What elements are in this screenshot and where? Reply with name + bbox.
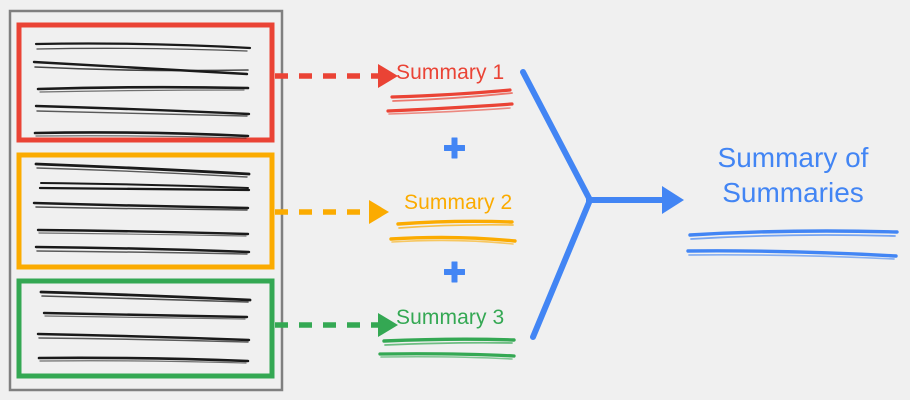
group-2-text-lines	[32, 162, 251, 255]
summary-1-label: Summary 1	[396, 61, 505, 84]
group-1-box	[16, 22, 275, 143]
document-group-2[interactable]	[16, 152, 275, 270]
plus-operator-2	[444, 261, 465, 283]
result-label-line-1: Summary of	[717, 142, 869, 173]
arrow-group-2-to-summary-2	[275, 200, 389, 224]
document-group-3[interactable]	[16, 278, 275, 379]
result-squiggle	[686, 229, 899, 260]
document-panel-border	[8, 9, 284, 392]
summary-2-squiggle	[389, 219, 517, 245]
group-1-text-lines	[32, 42, 252, 139]
summary-1-squiggle	[386, 88, 514, 115]
summary-3-squiggle	[378, 337, 516, 360]
group-3-box	[16, 278, 275, 379]
plus-operator-1	[444, 137, 465, 159]
group-2-box	[16, 152, 275, 270]
arrow-group-1-to-summary-1	[275, 64, 398, 88]
merge-arrowhead	[662, 186, 684, 214]
result-label: Summary of Summaries	[693, 140, 893, 211]
arrow-group-3-to-summary-3	[275, 313, 398, 337]
summary-3-label: Summary 3	[396, 306, 505, 329]
document-group-1[interactable]	[16, 22, 275, 143]
summary-2-label: Summary 2	[404, 191, 513, 214]
merge-connector	[520, 69, 684, 340]
group-3-text-lines	[36, 290, 252, 364]
result-label-line-2: Summaries	[722, 177, 864, 209]
